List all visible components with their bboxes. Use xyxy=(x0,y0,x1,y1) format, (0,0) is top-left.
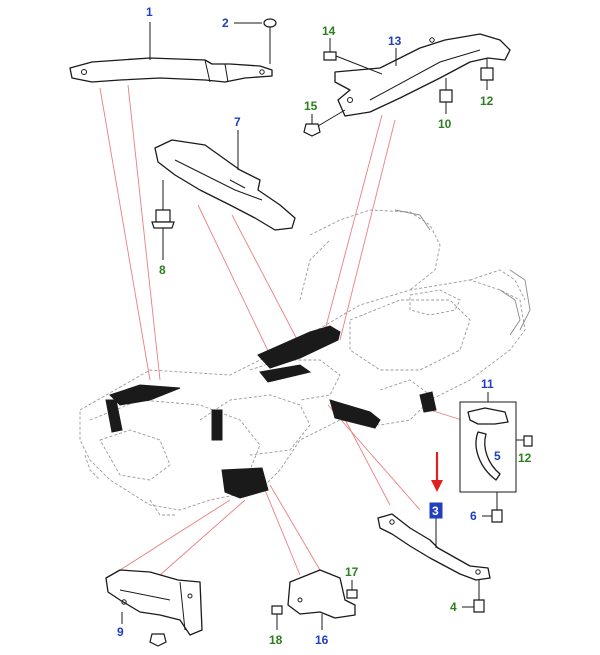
part-3-bracket xyxy=(377,502,491,581)
callout-12-detail: 12 xyxy=(518,451,532,465)
callout-7: 7 xyxy=(234,115,241,129)
red-arrow xyxy=(431,452,443,492)
callout-16: 16 xyxy=(315,633,329,647)
callout-labels: 1 2 3 4 5 6 7 8 9 10 11 12 12 13 14 15 1… xyxy=(117,5,532,647)
part-2-screw xyxy=(234,18,277,64)
callout-5: 5 xyxy=(494,449,501,463)
part-18-screw xyxy=(271,605,283,630)
part-13-crossmember xyxy=(334,33,511,117)
part-1-crossmember xyxy=(69,22,273,83)
callout-14: 14 xyxy=(322,24,336,38)
callout-12-top: 12 xyxy=(480,94,494,108)
part-10-bolt xyxy=(439,78,453,114)
callout-6: 6 xyxy=(470,509,477,523)
part-9-bracket xyxy=(105,569,203,647)
part-7-plate xyxy=(154,130,296,231)
part-4-bolt xyxy=(462,580,485,613)
vehicle-highlighted-parts xyxy=(105,325,437,499)
callout-1: 1 xyxy=(146,5,153,19)
part-16-bracket xyxy=(287,569,356,630)
callout-8: 8 xyxy=(159,263,166,277)
callout-4: 4 xyxy=(450,600,457,614)
callout-2: 2 xyxy=(222,16,229,30)
part-8-bolt xyxy=(151,180,175,260)
callout-11: 11 xyxy=(481,377,494,391)
callout-3: 3 xyxy=(432,504,439,518)
part-12-bolt-top xyxy=(480,58,494,90)
leader-lines xyxy=(99,84,463,576)
callout-13: 13 xyxy=(388,34,402,48)
callout-10: 10 xyxy=(438,117,452,131)
part-17-screw xyxy=(346,580,358,599)
part-15-nut xyxy=(303,109,346,137)
callout-18: 18 xyxy=(269,633,283,647)
callout-9: 9 xyxy=(117,625,124,639)
part-6-bolt xyxy=(482,492,503,523)
part-14-bolt xyxy=(323,38,383,75)
detail-box-11 xyxy=(459,392,533,493)
callout-15: 15 xyxy=(304,99,318,113)
callout-17: 17 xyxy=(345,565,359,579)
